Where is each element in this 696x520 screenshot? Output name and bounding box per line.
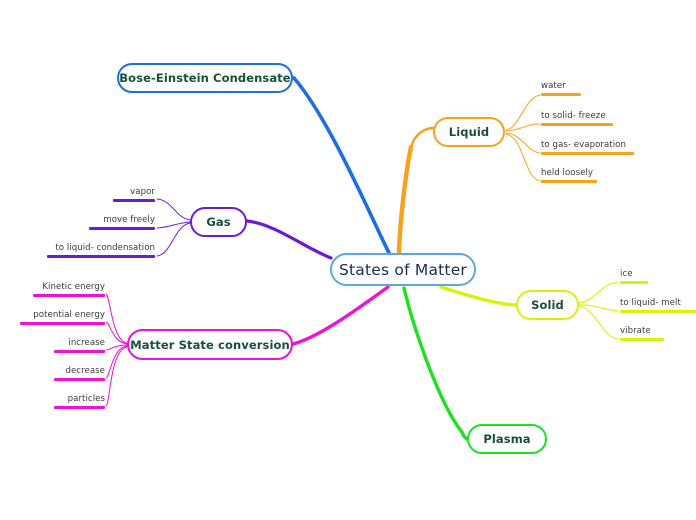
- node-label: Gas: [206, 215, 231, 229]
- leaf-to-liquid-condensation[interactable]: to liquid- condensation: [0, 242, 155, 258]
- leaf-label: potential energy: [33, 310, 105, 320]
- leaf-potential-energy[interactable]: potential energy: [0, 309, 105, 325]
- node-matter-state-conversion[interactable]: Matter State conversion: [127, 329, 293, 360]
- leaf-underline: [47, 255, 155, 258]
- leaf-particles[interactable]: particles: [0, 393, 105, 409]
- leaf-underline: [620, 281, 648, 284]
- connector-plasma: [402, 286, 470, 441]
- leaf-connector-vapor: [156, 198, 191, 221]
- leaf-connector-ice: [578, 281, 619, 304]
- leaf-underline: [54, 378, 105, 381]
- node-bose-einstein-condensate[interactable]: Bose-Einstein Condensate: [117, 63, 293, 93]
- leaf-label: water: [541, 81, 566, 91]
- leaf-vapor[interactable]: vapor: [0, 186, 155, 202]
- leaf-connectors-matter-state-conversion: [105, 293, 128, 407]
- leaf-label: to solid- freeze: [541, 111, 606, 121]
- leaf-underline: [113, 199, 155, 202]
- node-plasma[interactable]: Plasma: [467, 424, 547, 454]
- leaf-connector-water: [505, 94, 541, 131]
- leaf-water[interactable]: water: [541, 80, 581, 96]
- leaf-underline: [20, 322, 105, 325]
- connector-liquid-tail: [409, 126, 436, 149]
- leaf-ice[interactable]: ice: [620, 268, 648, 284]
- connector-liquid: [396, 144, 414, 255]
- leaf-connector-vibrate: [578, 305, 619, 340]
- leaf-connectors-gas: [156, 198, 191, 257]
- node-label: Solid: [531, 298, 564, 312]
- leaf-connectors-solid: [578, 281, 619, 340]
- leaf-label: increase: [68, 338, 105, 348]
- leaf-connector-to-liquid-condensation: [156, 222, 191, 257]
- leaf-underline: [54, 350, 105, 353]
- leaf-label: ice: [620, 269, 633, 279]
- connector-matter-state-conversion: [291, 285, 390, 346]
- leaf-connector-move-freely: [156, 221, 191, 229]
- leaf-underline: [54, 406, 105, 409]
- leaf-label: particles: [67, 394, 105, 404]
- node-label: States of Matter: [338, 260, 468, 279]
- leaf-connector-kinetic-energy: [105, 293, 128, 344]
- leaf-label: move freely: [103, 215, 155, 225]
- connector-gas: [245, 219, 333, 260]
- leaf-connector-potential-energy: [105, 321, 128, 345]
- leaf-decrease[interactable]: decrease: [0, 365, 105, 381]
- leaf-connector-increase: [105, 344, 128, 351]
- leaf-vibrate[interactable]: vibrate: [620, 325, 664, 341]
- node-label: Matter State conversion: [130, 337, 290, 352]
- leaf-underline: [89, 227, 155, 230]
- leaf-underline: [620, 310, 696, 313]
- leaf-connector-held-loosely: [505, 133, 541, 182]
- leaf-to-solid-freeze[interactable]: to solid- freeze: [541, 110, 613, 126]
- leaf-held-loosely[interactable]: held loosely: [541, 167, 597, 183]
- leaf-underline: [541, 93, 581, 96]
- leaf-connector-to-liquid-melt: [578, 304, 619, 312]
- leaf-to-liquid-melt[interactable]: to liquid- melt: [620, 297, 696, 313]
- leaf-connector-particles: [105, 346, 128, 407]
- node-states-of-matter[interactable]: States of Matter: [330, 253, 476, 286]
- leaf-label: held loosely: [541, 168, 594, 178]
- node-label: Liquid: [448, 125, 490, 139]
- leaf-kinetic-energy[interactable]: Kinetic energy: [0, 281, 105, 297]
- leaf-label: to liquid- condensation: [55, 243, 155, 253]
- leaf-underline: [541, 123, 613, 126]
- leaf-label: vibrate: [620, 326, 651, 336]
- connector-bose-einstein-condensate: [292, 76, 391, 255]
- node-gas[interactable]: Gas: [190, 207, 247, 237]
- leaf-connector-to-gas-evaporation: [505, 132, 541, 154]
- node-solid[interactable]: Solid: [516, 290, 579, 320]
- leaf-increase[interactable]: increase: [0, 337, 105, 353]
- node-label: Bose-Einstein Condensate: [119, 71, 291, 85]
- leaf-underline: [541, 152, 634, 155]
- leaf-label: Kinetic energy: [42, 282, 105, 292]
- leaf-move-freely[interactable]: move freely: [0, 214, 155, 230]
- node-label: Plasma: [483, 432, 531, 446]
- leaf-connectors-liquid: [505, 94, 541, 182]
- connector-solid: [439, 285, 518, 307]
- node-liquid[interactable]: Liquid: [433, 117, 505, 147]
- leaf-underline: [33, 294, 105, 297]
- leaf-label: to gas- evaporation: [541, 140, 626, 150]
- leaf-label: decrease: [65, 366, 105, 376]
- leaf-to-gas-evaporation[interactable]: to gas- evaporation: [541, 139, 634, 155]
- leaf-underline: [620, 338, 664, 341]
- leaf-label: to liquid- melt: [620, 298, 681, 308]
- leaf-connector-decrease: [105, 345, 128, 379]
- leaf-label: vapor: [130, 187, 155, 197]
- leaf-connector-to-solid-freeze: [505, 123, 541, 132]
- leaf-underline: [541, 180, 597, 183]
